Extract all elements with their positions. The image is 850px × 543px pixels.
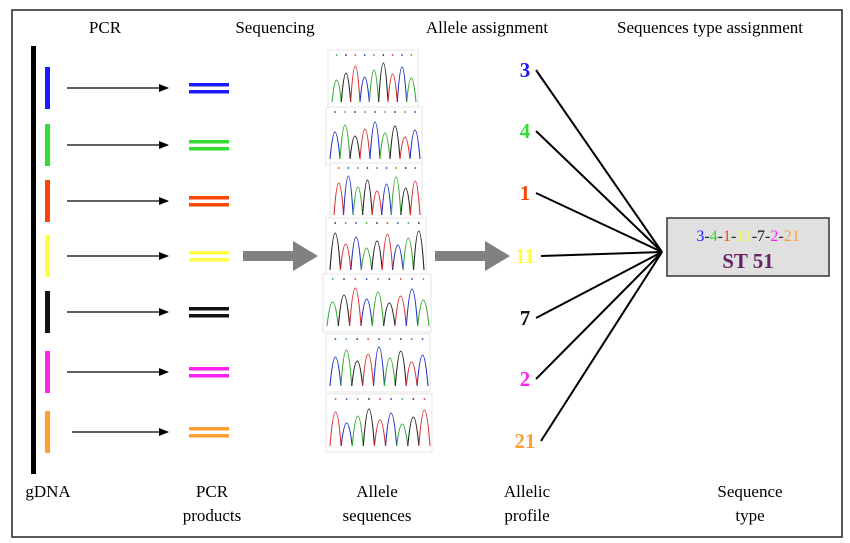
header-sequencing: Sequencing: [235, 18, 315, 37]
label-pcr-products-line1: PCR: [196, 482, 229, 501]
chromatogram: [329, 162, 423, 222]
profile-part: 3: [696, 228, 704, 245]
label-allelic-profile-line1: Allelic: [504, 482, 551, 501]
pcr-product: [189, 307, 229, 318]
chromatogram: [322, 273, 432, 333]
label-gdna: gDNA: [25, 482, 71, 501]
locus-segment: [45, 235, 50, 277]
chromatogram: [325, 333, 431, 393]
profile-part: 1: [723, 228, 731, 245]
profile-separator: -: [765, 228, 770, 245]
profile-separator: -: [718, 228, 723, 245]
pcr-product: [189, 140, 229, 151]
profile-separator: -: [752, 228, 757, 245]
label-pcr-products-line2: products: [183, 506, 242, 525]
header-allele-assignment: Allele assignment: [426, 18, 549, 37]
allele-number: 3: [520, 58, 531, 82]
header-sequence-type-assignment: Sequences type assignment: [617, 18, 803, 37]
converging-line: [535, 192, 663, 253]
converging-lines: [535, 69, 663, 442]
gdna-bar: [31, 46, 36, 474]
locus-row: [45, 162, 423, 222]
label-sequence-type-line1: Sequence: [717, 482, 782, 501]
allele-number: 7: [520, 306, 531, 330]
allele-number: 21: [515, 429, 536, 453]
loci-group: [45, 49, 433, 453]
converging-line: [540, 251, 663, 442]
profile-separator: -: [704, 228, 709, 245]
chromatogram: [327, 49, 419, 109]
converging-line: [540, 251, 663, 257]
converging-line: [535, 251, 663, 380]
profile-part: 4: [710, 228, 718, 245]
locus-row: [45, 217, 427, 277]
st-label: ST 51: [722, 249, 774, 273]
chromatogram: [325, 106, 423, 166]
label-sequence-type-line2: type: [735, 506, 764, 525]
profile-separator: -: [778, 228, 783, 245]
pcr-product: [189, 427, 229, 438]
profile-part: 21: [784, 228, 800, 245]
locus-row: [45, 333, 431, 393]
allele-number: 1: [520, 181, 531, 205]
locus-segment: [45, 67, 50, 109]
locus-segment: [45, 351, 50, 393]
chromatogram: [325, 393, 433, 453]
chromatogram: [325, 217, 427, 277]
label-allelic-profile-line2: profile: [504, 506, 549, 525]
pcr-product: [189, 83, 229, 94]
pcr-product: [189, 196, 229, 207]
header-pcr: PCR: [89, 18, 122, 37]
fat-arrow-pcr-to-sequences: [243, 241, 318, 271]
locus-row: [45, 49, 419, 109]
converging-line: [535, 251, 663, 319]
allelic-profile-string: 3-4-1-11-7-2-21: [696, 228, 799, 245]
allele-number: 4: [520, 119, 531, 143]
locus-segment: [45, 180, 50, 222]
locus-segment: [45, 124, 50, 166]
locus-row: [45, 273, 432, 333]
profile-part: 7: [757, 228, 765, 245]
profile-part: 11: [736, 228, 751, 245]
converging-line: [535, 69, 663, 253]
locus-segment: [45, 291, 50, 333]
label-allele-sequences-line1: Allele: [356, 482, 398, 501]
allele-number: 11: [515, 244, 535, 268]
profile-part: 2: [770, 228, 778, 245]
outer-frame: [11, 9, 843, 538]
sequence-type-box: 3-4-1-11-7-2-21 ST 51: [666, 217, 830, 277]
locus-row: [45, 393, 433, 453]
converging-line: [535, 130, 663, 253]
fat-arrow-sequences-to-alleles: [435, 241, 510, 271]
locus-row: [45, 106, 423, 166]
profile-separator: -: [731, 228, 736, 245]
label-allele-sequences-line2: sequences: [343, 506, 412, 525]
pcr-product: [189, 367, 229, 378]
locus-segment: [45, 411, 50, 453]
allele-number: 2: [520, 367, 531, 391]
pcr-product: [189, 251, 229, 262]
